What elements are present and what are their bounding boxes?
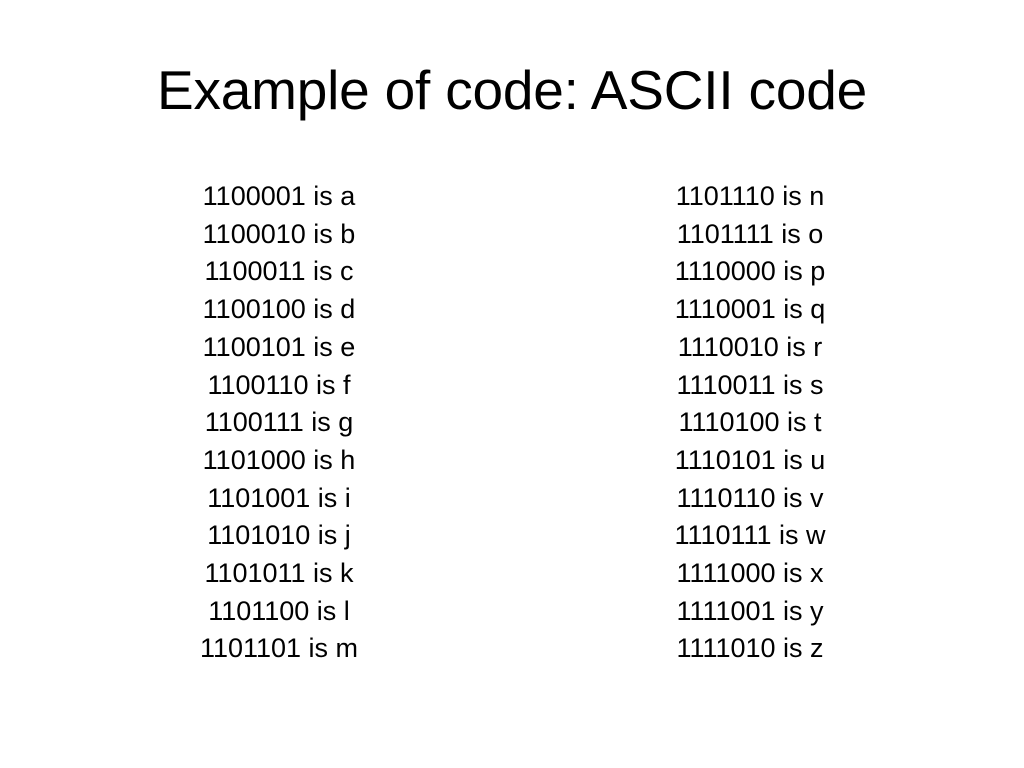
list-item: 1110110 is v: [676, 482, 824, 513]
list-item: 1110101 is u: [674, 444, 826, 475]
list-item: 1110001 is q: [674, 294, 826, 325]
list-item: 1101000 is h: [202, 444, 356, 475]
list-item: 1101101 is m: [199, 633, 359, 664]
ascii-code-table: 1100001 is a 1100010 is b 1100011 is c 1…: [0, 178, 1024, 668]
list-item: 1111000 is x: [676, 558, 824, 589]
list-item: 1101110 is n: [675, 181, 825, 211]
list-item: 1100101 is e: [202, 331, 356, 362]
list-item: 1110111 is w: [674, 520, 826, 551]
list-item: 1101111 is o: [676, 218, 824, 249]
right-column: 1101110 is n 1101111 is o 1110000 is p 1…: [620, 178, 880, 668]
list-item: 1110011 is s: [676, 369, 824, 400]
list-item: 1100111 is g: [204, 407, 354, 438]
list-item: 1101011 is k: [204, 558, 354, 589]
list-item: 1100001 is a: [202, 181, 356, 211]
list-item: 1111010 is z: [676, 633, 824, 664]
list-item: 1100100 is d: [202, 294, 356, 325]
list-item: 1110100 is t: [678, 407, 822, 438]
list-item: 1100011 is c: [204, 256, 354, 287]
list-item: 1101100 is l: [208, 595, 350, 626]
list-item: 1101010 is j: [207, 520, 351, 551]
page-title: Example of code: ASCII code: [156, 59, 867, 121]
list-item: 1110010 is r: [677, 331, 823, 362]
list-item: 1111001 is y: [676, 595, 824, 626]
list-item: 1101001 is i: [207, 482, 351, 513]
list-item: 1110000 is p: [674, 256, 826, 287]
list-item: 1100010 is b: [202, 218, 356, 249]
list-item: 1100110 is f: [207, 369, 351, 400]
left-column: 1100001 is a 1100010 is b 1100011 is c 1…: [149, 178, 409, 668]
